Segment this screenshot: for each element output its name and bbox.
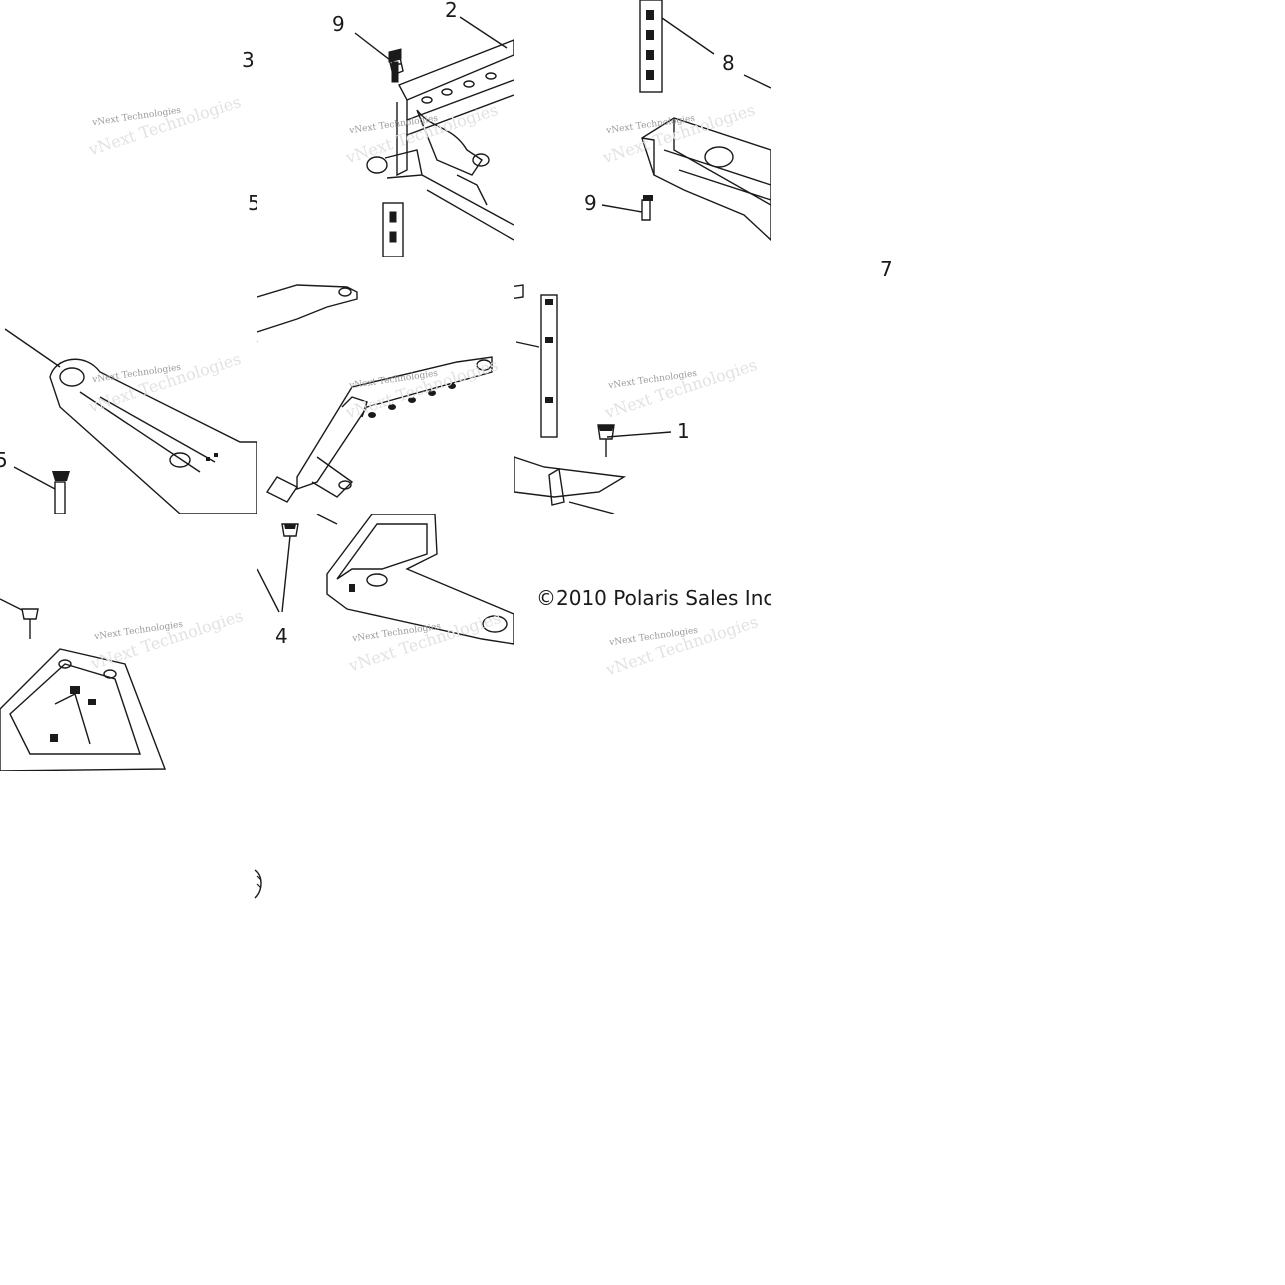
frame-crossmember-drawing xyxy=(354,16,514,257)
bracket-piece-drawing xyxy=(257,514,514,645)
callout-7: 7 xyxy=(880,257,893,281)
copyright-text: ©2010 Polaris Sales Inc. xyxy=(536,586,771,610)
callout-4: 4 xyxy=(275,624,288,648)
diagram-fragment xyxy=(254,869,262,899)
callout-3: 3 xyxy=(242,48,255,72)
vertical-post-drawing xyxy=(514,284,672,514)
support-bar-drawing xyxy=(601,0,771,241)
callout-5: 5 xyxy=(248,191,257,215)
callout-5: 5 xyxy=(0,448,8,472)
bracket-arm-drawing xyxy=(4,328,257,514)
lower-bracket-drawing xyxy=(0,598,167,771)
callout-9: 9 xyxy=(332,12,345,36)
callout-9: 9 xyxy=(584,191,597,215)
main-crossmember-drawing xyxy=(257,284,493,503)
diagram-tile-9: ©2010 Polaris Sales Inc. vNext Technolog… xyxy=(514,514,771,771)
callout-2: 2 xyxy=(445,0,458,22)
callout-1: 1 xyxy=(677,419,690,443)
callout-8: 8 xyxy=(722,51,735,75)
